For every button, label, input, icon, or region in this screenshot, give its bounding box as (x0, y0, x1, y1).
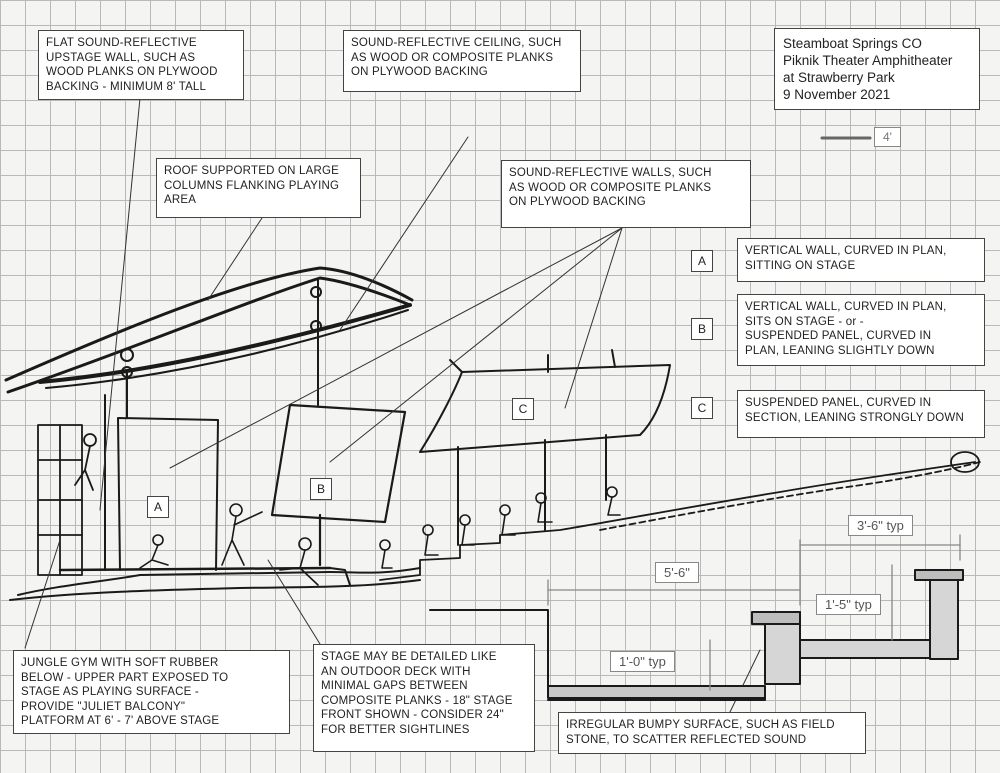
roof-hangers (120, 279, 322, 419)
roof (4, 266, 414, 394)
stage-ground (9, 566, 421, 601)
panel-c (419, 349, 671, 546)
audience-slope (379, 451, 981, 581)
step-section-detail (429, 569, 964, 701)
sketch-label-c: C (512, 398, 534, 420)
note-jungle-gym: JUNGLE GYM WITH SOFT RUBBER BELOW - UPPE… (13, 650, 290, 734)
dimension-riser: 1'-5" typ (816, 594, 881, 615)
note-stage: STAGE MAY BE DETAILED LIKE AN OUTDOOR DE… (313, 644, 535, 752)
legend-text-c: SUSPENDED PANEL, CURVED IN SECTION, LEAN… (737, 390, 985, 438)
note-ceiling: SOUND-REFLECTIVE CEILING, SUCH AS WOOD O… (343, 30, 581, 92)
note-surface: IRREGULAR BUMPY SURFACE, SUCH AS FIELD S… (558, 712, 866, 754)
note-walls: SOUND-REFLECTIVE WALLS, SUCH AS WOOD OR … (501, 160, 751, 228)
figures (139, 486, 621, 586)
legend-text-a: VERTICAL WALL, CURVED IN PLAN, SITTING O… (737, 238, 985, 282)
dimension-lines (547, 534, 961, 691)
dimension-step: 1'-0" typ (610, 651, 675, 672)
legend-key-c: C (691, 397, 713, 419)
wall-a (104, 394, 219, 571)
dimension-row-width: 3'-6" typ (848, 515, 913, 536)
legend-key-a: A (691, 250, 713, 272)
jungle-gym (37, 424, 97, 576)
leader-lines (24, 97, 761, 713)
legend-key-b: B (691, 318, 713, 340)
scale-label: 4' (874, 127, 901, 147)
note-upstage-wall: FLAT SOUND-REFLECTIVE UPSTAGE WALL, SUCH… (38, 30, 244, 100)
title-block: Steamboat Springs CO Piknik Theater Amph… (774, 28, 980, 110)
panel-b (270, 403, 407, 567)
sketch-label-a: A (147, 496, 169, 518)
dimension-total-run: 5'-6" (655, 562, 699, 583)
note-roof: ROOF SUPPORTED ON LARGE COLUMNS FLANKING… (156, 158, 361, 218)
sketch-label-b: B (310, 478, 332, 500)
legend-text-b: VERTICAL WALL, CURVED IN PLAN, SITS ON S… (737, 294, 985, 366)
